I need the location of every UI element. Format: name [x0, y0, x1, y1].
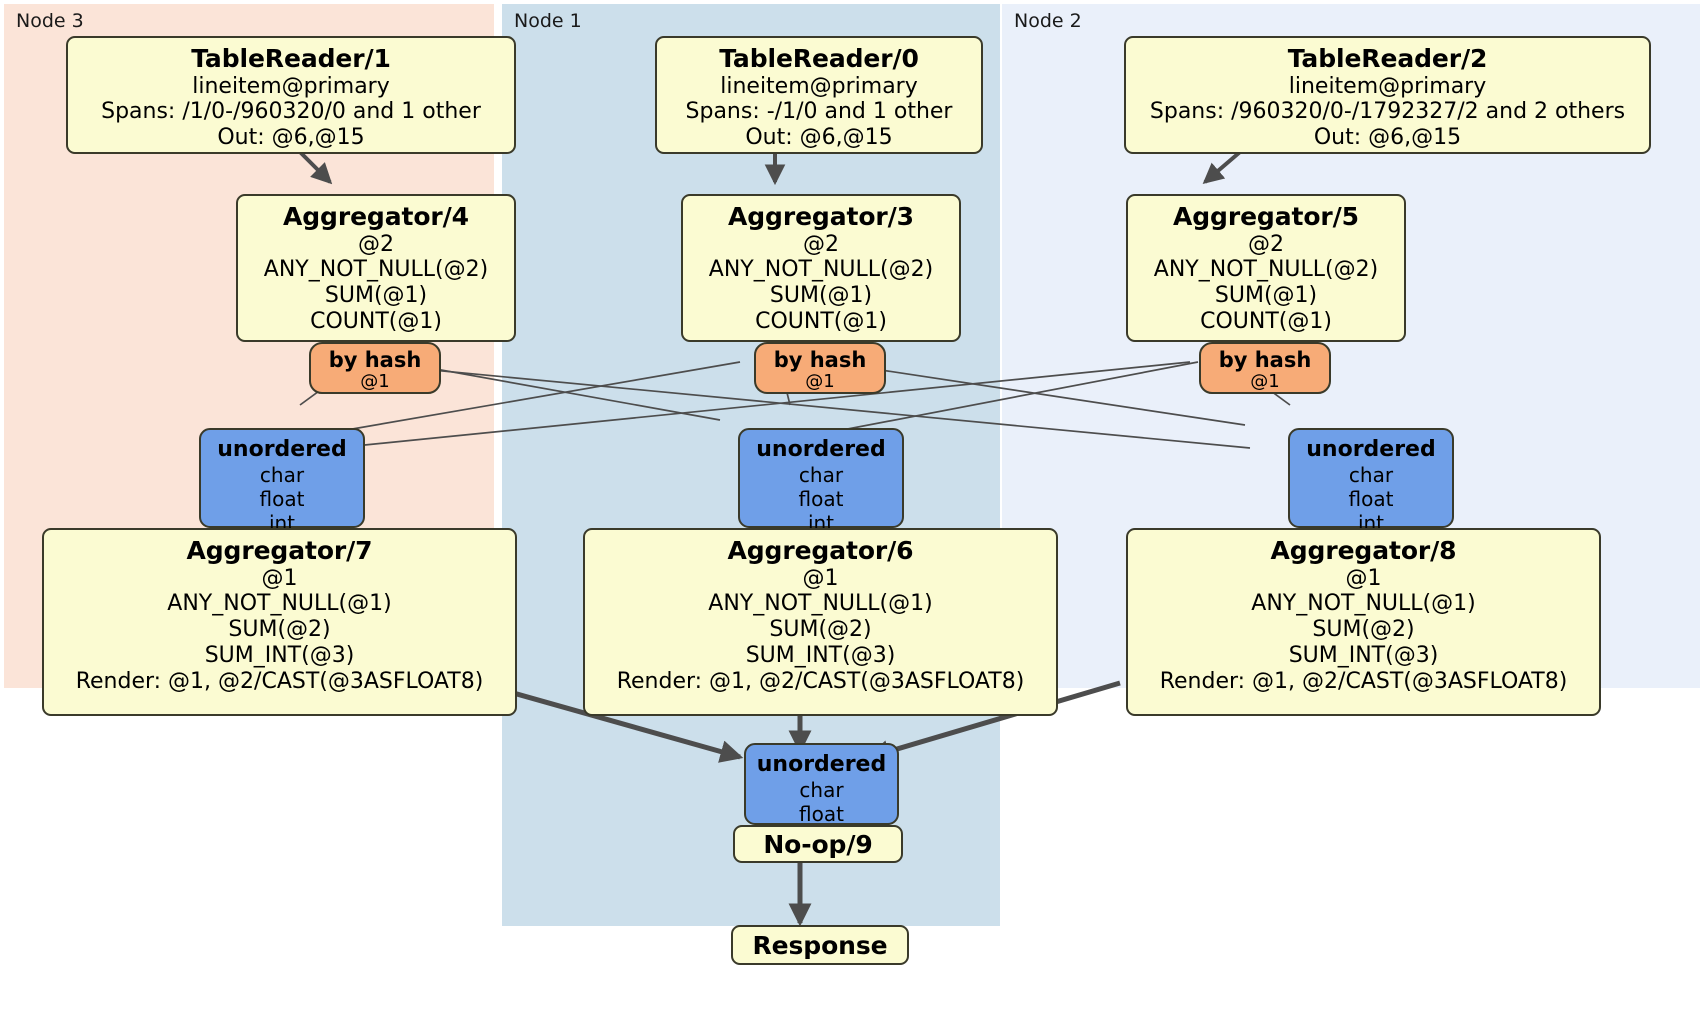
synchronizer-line: float [259, 487, 305, 512]
processor-line: Render: @1, @2/CAST(@3ASFLOAT8) [75, 669, 484, 695]
processor-aggregator-3[interactable]: Aggregator/3 @2 ANY_NOT_NULL(@2) SUM(@1)… [681, 194, 961, 342]
processor-line: SUM_INT(@3) [745, 643, 896, 669]
synchronizer-title: unordered [756, 752, 887, 777]
processor-noop-9[interactable]: No-op/9 [733, 825, 903, 863]
synchronizer-line: char [799, 778, 844, 803]
synchronizer-unordered-final[interactable]: unordered char float [744, 743, 899, 827]
processor-table-reader-2[interactable]: TableReader/2 lineitem@primary Spans: /9… [1124, 36, 1651, 154]
processor-aggregator-7[interactable]: Aggregator/7 @1 ANY_NOT_NULL(@1) SUM(@2)… [42, 528, 517, 716]
processor-aggregator-5[interactable]: Aggregator/5 @2 ANY_NOT_NULL(@2) SUM(@1)… [1126, 194, 1406, 342]
synchronizer-title: unordered [217, 437, 347, 462]
processor-line: SUM_INT(@3) [204, 643, 355, 669]
processor-line: Render: @1, @2/CAST(@3ASFLOAT8) [1159, 669, 1568, 695]
node-panel-label-node-2: Node 2 [1014, 10, 1082, 32]
synchronizer-unordered-left[interactable]: unordered char float int [199, 428, 365, 535]
processor-line: Out: @6,@15 [1313, 125, 1462, 151]
router-line: @1 [360, 371, 390, 393]
processor-line: Spans: -/1/0 and 1 other [685, 99, 953, 125]
synchronizer-line: float [799, 802, 844, 827]
router-line: @1 [805, 371, 835, 393]
processor-line: SUM(@1) [324, 283, 428, 309]
processor-table-reader-0[interactable]: TableReader/0 lineitem@primary Spans: -/… [655, 36, 983, 154]
synchronizer-line: float [1348, 487, 1394, 512]
processor-title: Aggregator/7 [186, 536, 373, 565]
synchronizer-line: char [1348, 463, 1394, 488]
synchronizer-title: unordered [1306, 437, 1436, 462]
processor-line: ANY_NOT_NULL(@2) [263, 257, 489, 283]
synchronizer-unordered-center[interactable]: unordered char float int [738, 428, 904, 535]
processor-line: SUM(@1) [1214, 283, 1318, 309]
processor-title: TableReader/1 [191, 44, 391, 73]
node-panel-label-node-3: Node 3 [16, 10, 84, 32]
router-by-hash-center[interactable]: by hash @1 [754, 342, 886, 394]
router-by-hash-left[interactable]: by hash @1 [309, 342, 441, 394]
processor-title: Aggregator/3 [728, 202, 914, 231]
processor-title: TableReader/0 [719, 44, 919, 73]
processor-aggregator-8[interactable]: Aggregator/8 @1 ANY_NOT_NULL(@1) SUM(@2)… [1126, 528, 1601, 716]
processor-line: @2 [358, 231, 394, 257]
synchronizer-title: unordered [756, 437, 886, 462]
processor-title: Aggregator/6 [727, 536, 914, 565]
processor-line: lineitem@primary [192, 73, 390, 99]
processor-line: COUNT(@1) [755, 309, 887, 335]
processor-line: Out: @6,@15 [745, 125, 893, 151]
processor-title: Aggregator/5 [1173, 202, 1359, 231]
processor-line: ANY_NOT_NULL(@1) [1251, 591, 1476, 617]
processor-line: SUM(@1) [769, 283, 873, 309]
router-title: by hash [773, 348, 867, 372]
processor-aggregator-6[interactable]: Aggregator/6 @1 ANY_NOT_NULL(@1) SUM(@2)… [583, 528, 1058, 716]
processor-line: SUM(@2) [1312, 617, 1415, 643]
processor-line: @1 [261, 565, 298, 591]
router-title: by hash [1218, 348, 1312, 372]
processor-line: lineitem@primary [720, 73, 918, 99]
processor-line: COUNT(@1) [310, 309, 442, 335]
synchronizer-unordered-right[interactable]: unordered char float int [1288, 428, 1454, 535]
synchronizer-line: char [259, 463, 305, 488]
processor-line: SUM(@2) [228, 617, 331, 643]
processor-line: COUNT(@1) [1200, 309, 1332, 335]
processor-line: Spans: /1/0-/960320/0 and 1 other [101, 99, 481, 125]
processor-line: Render: @1, @2/CAST(@3ASFLOAT8) [616, 669, 1025, 695]
processor-line: SUM_INT(@3) [1288, 643, 1439, 669]
processor-line: @1 [802, 565, 839, 591]
processor-line: ANY_NOT_NULL(@1) [167, 591, 392, 617]
processor-line: lineitem@primary [1288, 73, 1487, 99]
processor-title: Aggregator/8 [1270, 536, 1457, 565]
processor-title: Response [752, 931, 888, 960]
processor-line: ANY_NOT_NULL(@2) [708, 257, 934, 283]
processor-line: Spans: /960320/0-/1792327/2 and 2 others [1149, 99, 1626, 125]
processor-title: TableReader/2 [1287, 44, 1488, 73]
synchronizer-line: float [798, 487, 844, 512]
processor-table-reader-1[interactable]: TableReader/1 lineitem@primary Spans: /1… [66, 36, 516, 154]
router-title: by hash [328, 348, 422, 372]
processor-line: @1 [1345, 565, 1382, 591]
processor-title: Aggregator/4 [283, 202, 469, 231]
processor-aggregator-4[interactable]: Aggregator/4 @2 ANY_NOT_NULL(@2) SUM(@1)… [236, 194, 516, 342]
processor-response[interactable]: Response [731, 925, 909, 965]
node-panel-label-node-1: Node 1 [514, 10, 582, 32]
processor-line: ANY_NOT_NULL(@2) [1153, 257, 1379, 283]
processor-title: No-op/9 [763, 830, 873, 859]
synchronizer-line: char [798, 463, 844, 488]
processor-line: ANY_NOT_NULL(@1) [708, 591, 933, 617]
processor-line: @2 [1248, 231, 1284, 257]
processor-line: SUM(@2) [769, 617, 872, 643]
processor-line: @2 [803, 231, 839, 257]
processor-line: Out: @6,@15 [217, 125, 365, 151]
router-line: @1 [1250, 371, 1280, 393]
router-by-hash-right[interactable]: by hash @1 [1199, 342, 1331, 394]
